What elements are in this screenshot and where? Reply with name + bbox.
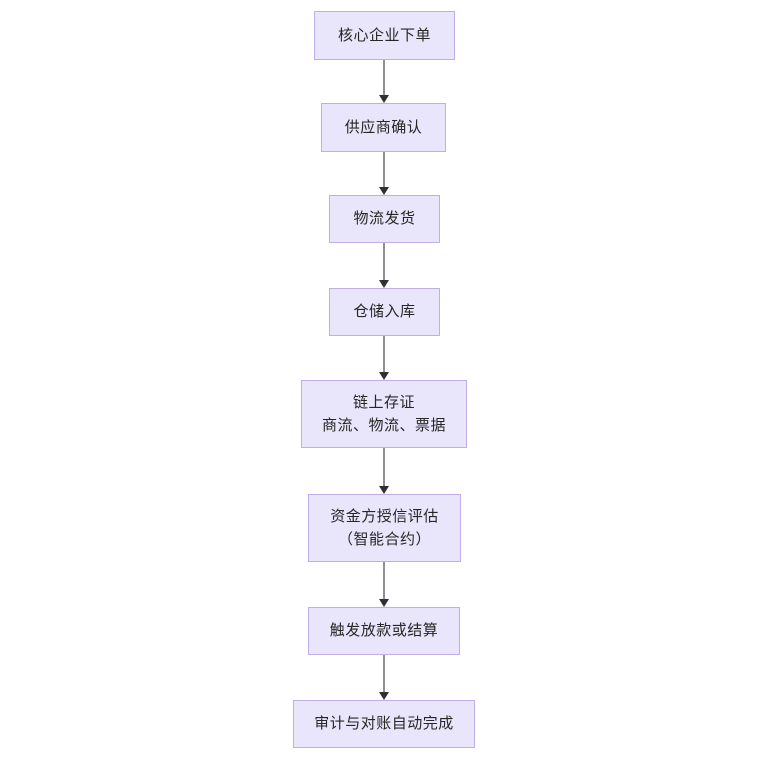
flow-node-trigger-disbursement-settlement[interactable]: 触发放款或结算 xyxy=(308,607,460,655)
arrowhead-down-icon xyxy=(379,599,389,607)
flow-node-label: 仓储入库 xyxy=(353,303,416,321)
flow-node-warehouse-inbound[interactable]: 仓储入库 xyxy=(329,288,440,336)
flow-connector-4-to-5 xyxy=(378,336,390,380)
flow-node-sublabel: （智能合约） xyxy=(337,531,431,548)
flow-connector-7-to-8 xyxy=(378,655,390,700)
flow-node-label: 链上存证 xyxy=(352,393,415,411)
flow-node-label: 资金方授信评估 xyxy=(330,507,439,525)
connector-stem xyxy=(383,243,385,281)
flow-node-label: 触发放款或结算 xyxy=(329,622,439,640)
flow-node-core-enterprise-order[interactable]: 核心企业下单 xyxy=(314,11,455,60)
flow-node-label: 核心企业下单 xyxy=(337,26,431,44)
flow-connector-3-to-4 xyxy=(378,243,390,288)
flow-node-logistics-shipment[interactable]: 物流发货 xyxy=(329,195,440,243)
connector-stem xyxy=(383,336,385,373)
arrowhead-down-icon xyxy=(379,372,389,380)
flow-node-label: 审计与对账自动完成 xyxy=(314,715,454,733)
flow-connector-2-to-3 xyxy=(378,152,390,195)
arrowhead-down-icon xyxy=(379,486,389,494)
connector-stem xyxy=(383,60,385,96)
flow-connector-6-to-7 xyxy=(378,562,390,607)
arrowhead-down-icon xyxy=(379,280,389,288)
flow-connector-1-to-2 xyxy=(378,60,390,103)
arrowhead-down-icon xyxy=(379,187,389,195)
flow-node-supplier-confirm[interactable]: 供应商确认 xyxy=(321,103,446,152)
connector-stem xyxy=(383,562,385,600)
flow-node-label: 物流发货 xyxy=(353,210,416,228)
flow-node-audit-reconciliation-auto[interactable]: 审计与对账自动完成 xyxy=(293,700,475,748)
flow-node-label: 供应商确认 xyxy=(344,118,423,136)
connector-stem xyxy=(383,152,385,188)
connector-stem xyxy=(383,655,385,693)
flow-node-funder-credit-assessment[interactable]: 资金方授信评估 （智能合约） xyxy=(308,494,461,562)
arrowhead-down-icon xyxy=(379,692,389,700)
flow-connector-5-to-6 xyxy=(378,448,390,494)
connector-stem xyxy=(383,448,385,487)
flow-node-sublabel: 商流、物流、票据 xyxy=(321,417,446,434)
arrowhead-down-icon xyxy=(379,95,389,103)
flow-node-onchain-evidence[interactable]: 链上存证 商流、物流、票据 xyxy=(301,380,467,448)
